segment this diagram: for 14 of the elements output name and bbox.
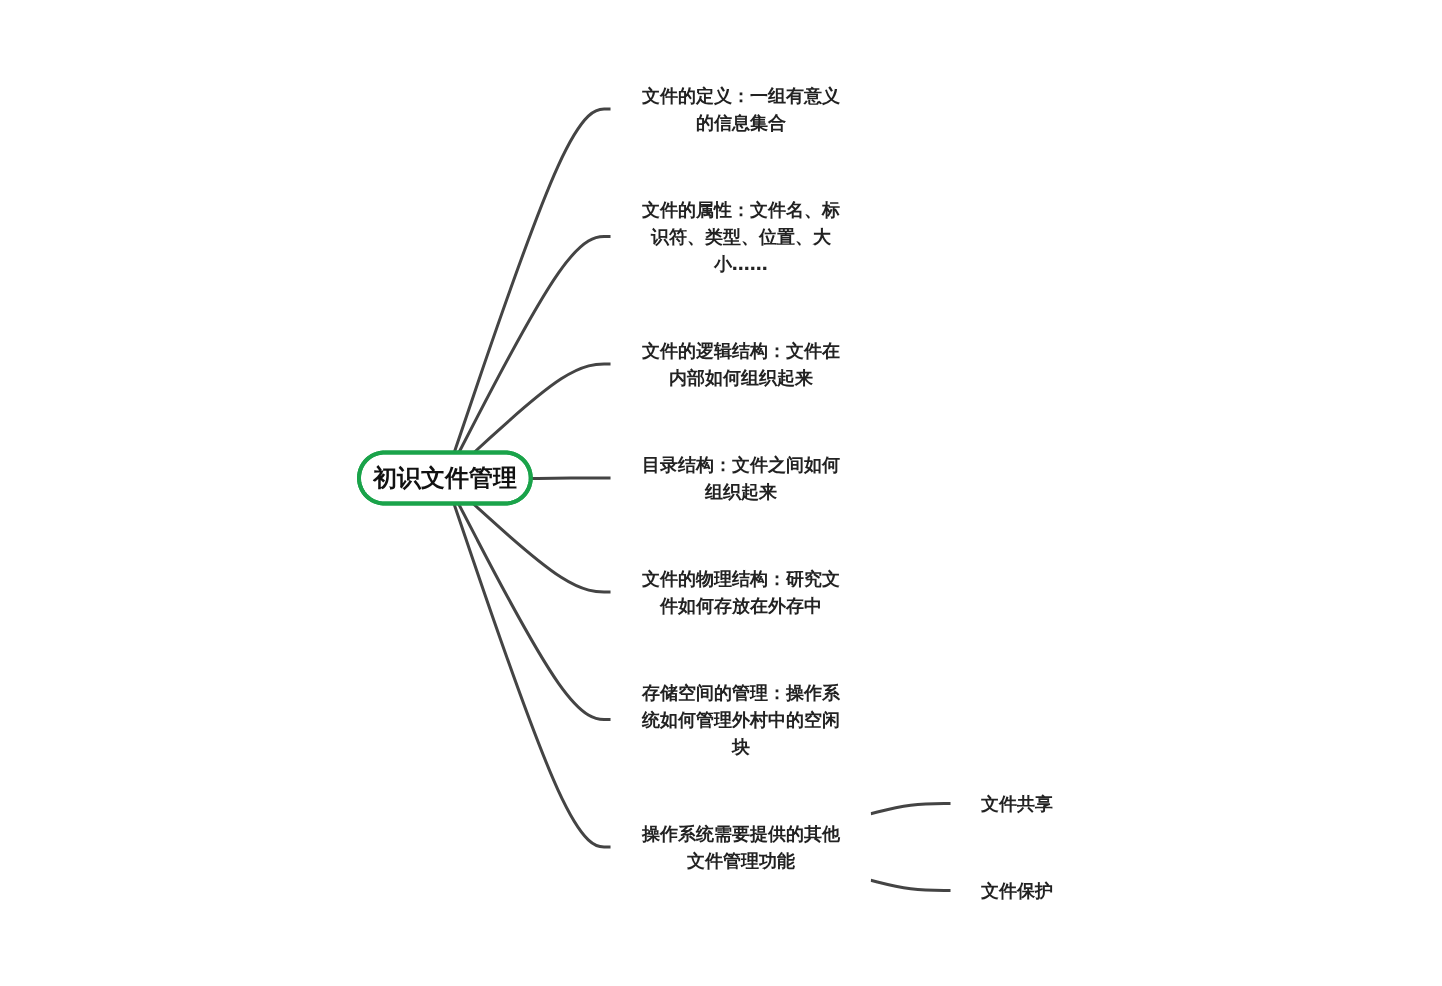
node-text: 文件共享: [980, 792, 1053, 814]
node-text: 文件的属性：文件名、标识符、类型、位置、大小……: [641, 199, 840, 274]
node-text: 存储空间的管理：操作系统如何管理外村中的空闲块: [641, 681, 840, 757]
connector: [452, 503, 611, 849]
connector: [531, 476, 611, 480]
node-text: 文件的逻辑结构：文件在内部如何组织起来: [641, 339, 840, 388]
connector: [457, 503, 611, 721]
node-text: 文件的定义：一组有意义的信息集合: [641, 85, 840, 133]
node-text: 文件保护: [980, 879, 1053, 901]
node-text: 目录结构：文件之间如何组织起来: [641, 453, 840, 502]
connector: [870, 878, 951, 892]
node-text: 操作系统需要提供的其他文件管理功能: [641, 822, 840, 871]
node-text: 文件的物理结构：研究文件如何存放在外存中: [641, 567, 840, 616]
connector: [870, 802, 951, 816]
